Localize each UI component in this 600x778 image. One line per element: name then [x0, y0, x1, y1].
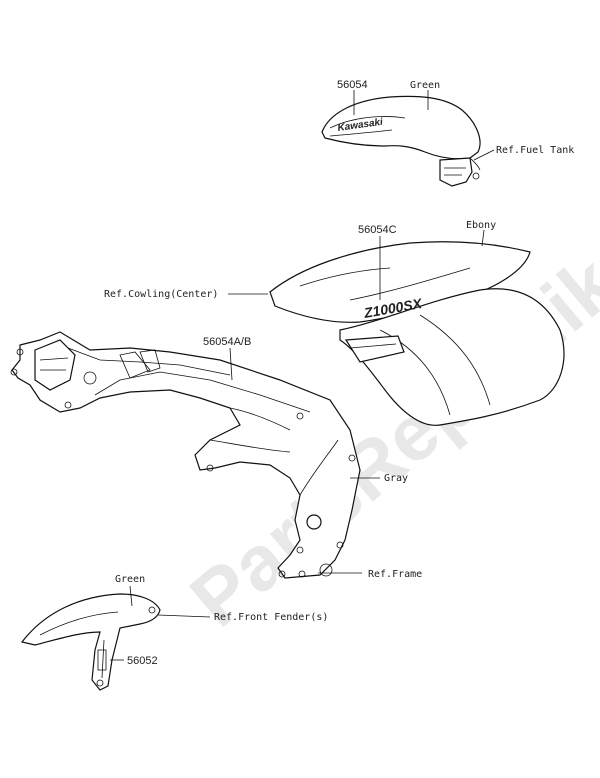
- fuel-tank-part: Kawasaki: [321, 95, 481, 187]
- frame-color-label: Gray: [384, 473, 408, 484]
- tank-part-number: 56054: [337, 79, 368, 91]
- front-fender-part: [20, 593, 161, 691]
- cowl-color-label: Ebony: [466, 220, 496, 231]
- cowl-part-number: 56054C: [358, 224, 397, 236]
- callout-labels: 56054 Green Ref.Fuel Tank 56054C Ebony R…: [104, 79, 574, 667]
- cowling-ref: Ref.Cowling(Center): [104, 289, 218, 300]
- fender-color-label: Green: [115, 574, 145, 585]
- fuel-tank-ref: Ref.Fuel Tank: [496, 145, 574, 156]
- frame-part: [10, 331, 361, 579]
- front-fender-ref: Ref.Front Fender(s): [214, 612, 328, 623]
- leader-lines: [110, 90, 495, 661]
- fender-part-number: 56052: [127, 655, 158, 667]
- frame-ref: Ref.Frame: [368, 569, 422, 580]
- tank-color-label: Green: [410, 80, 440, 91]
- cowling-part: Z1000SX: [269, 241, 565, 426]
- frame-part-number: 56054A/B: [203, 336, 251, 348]
